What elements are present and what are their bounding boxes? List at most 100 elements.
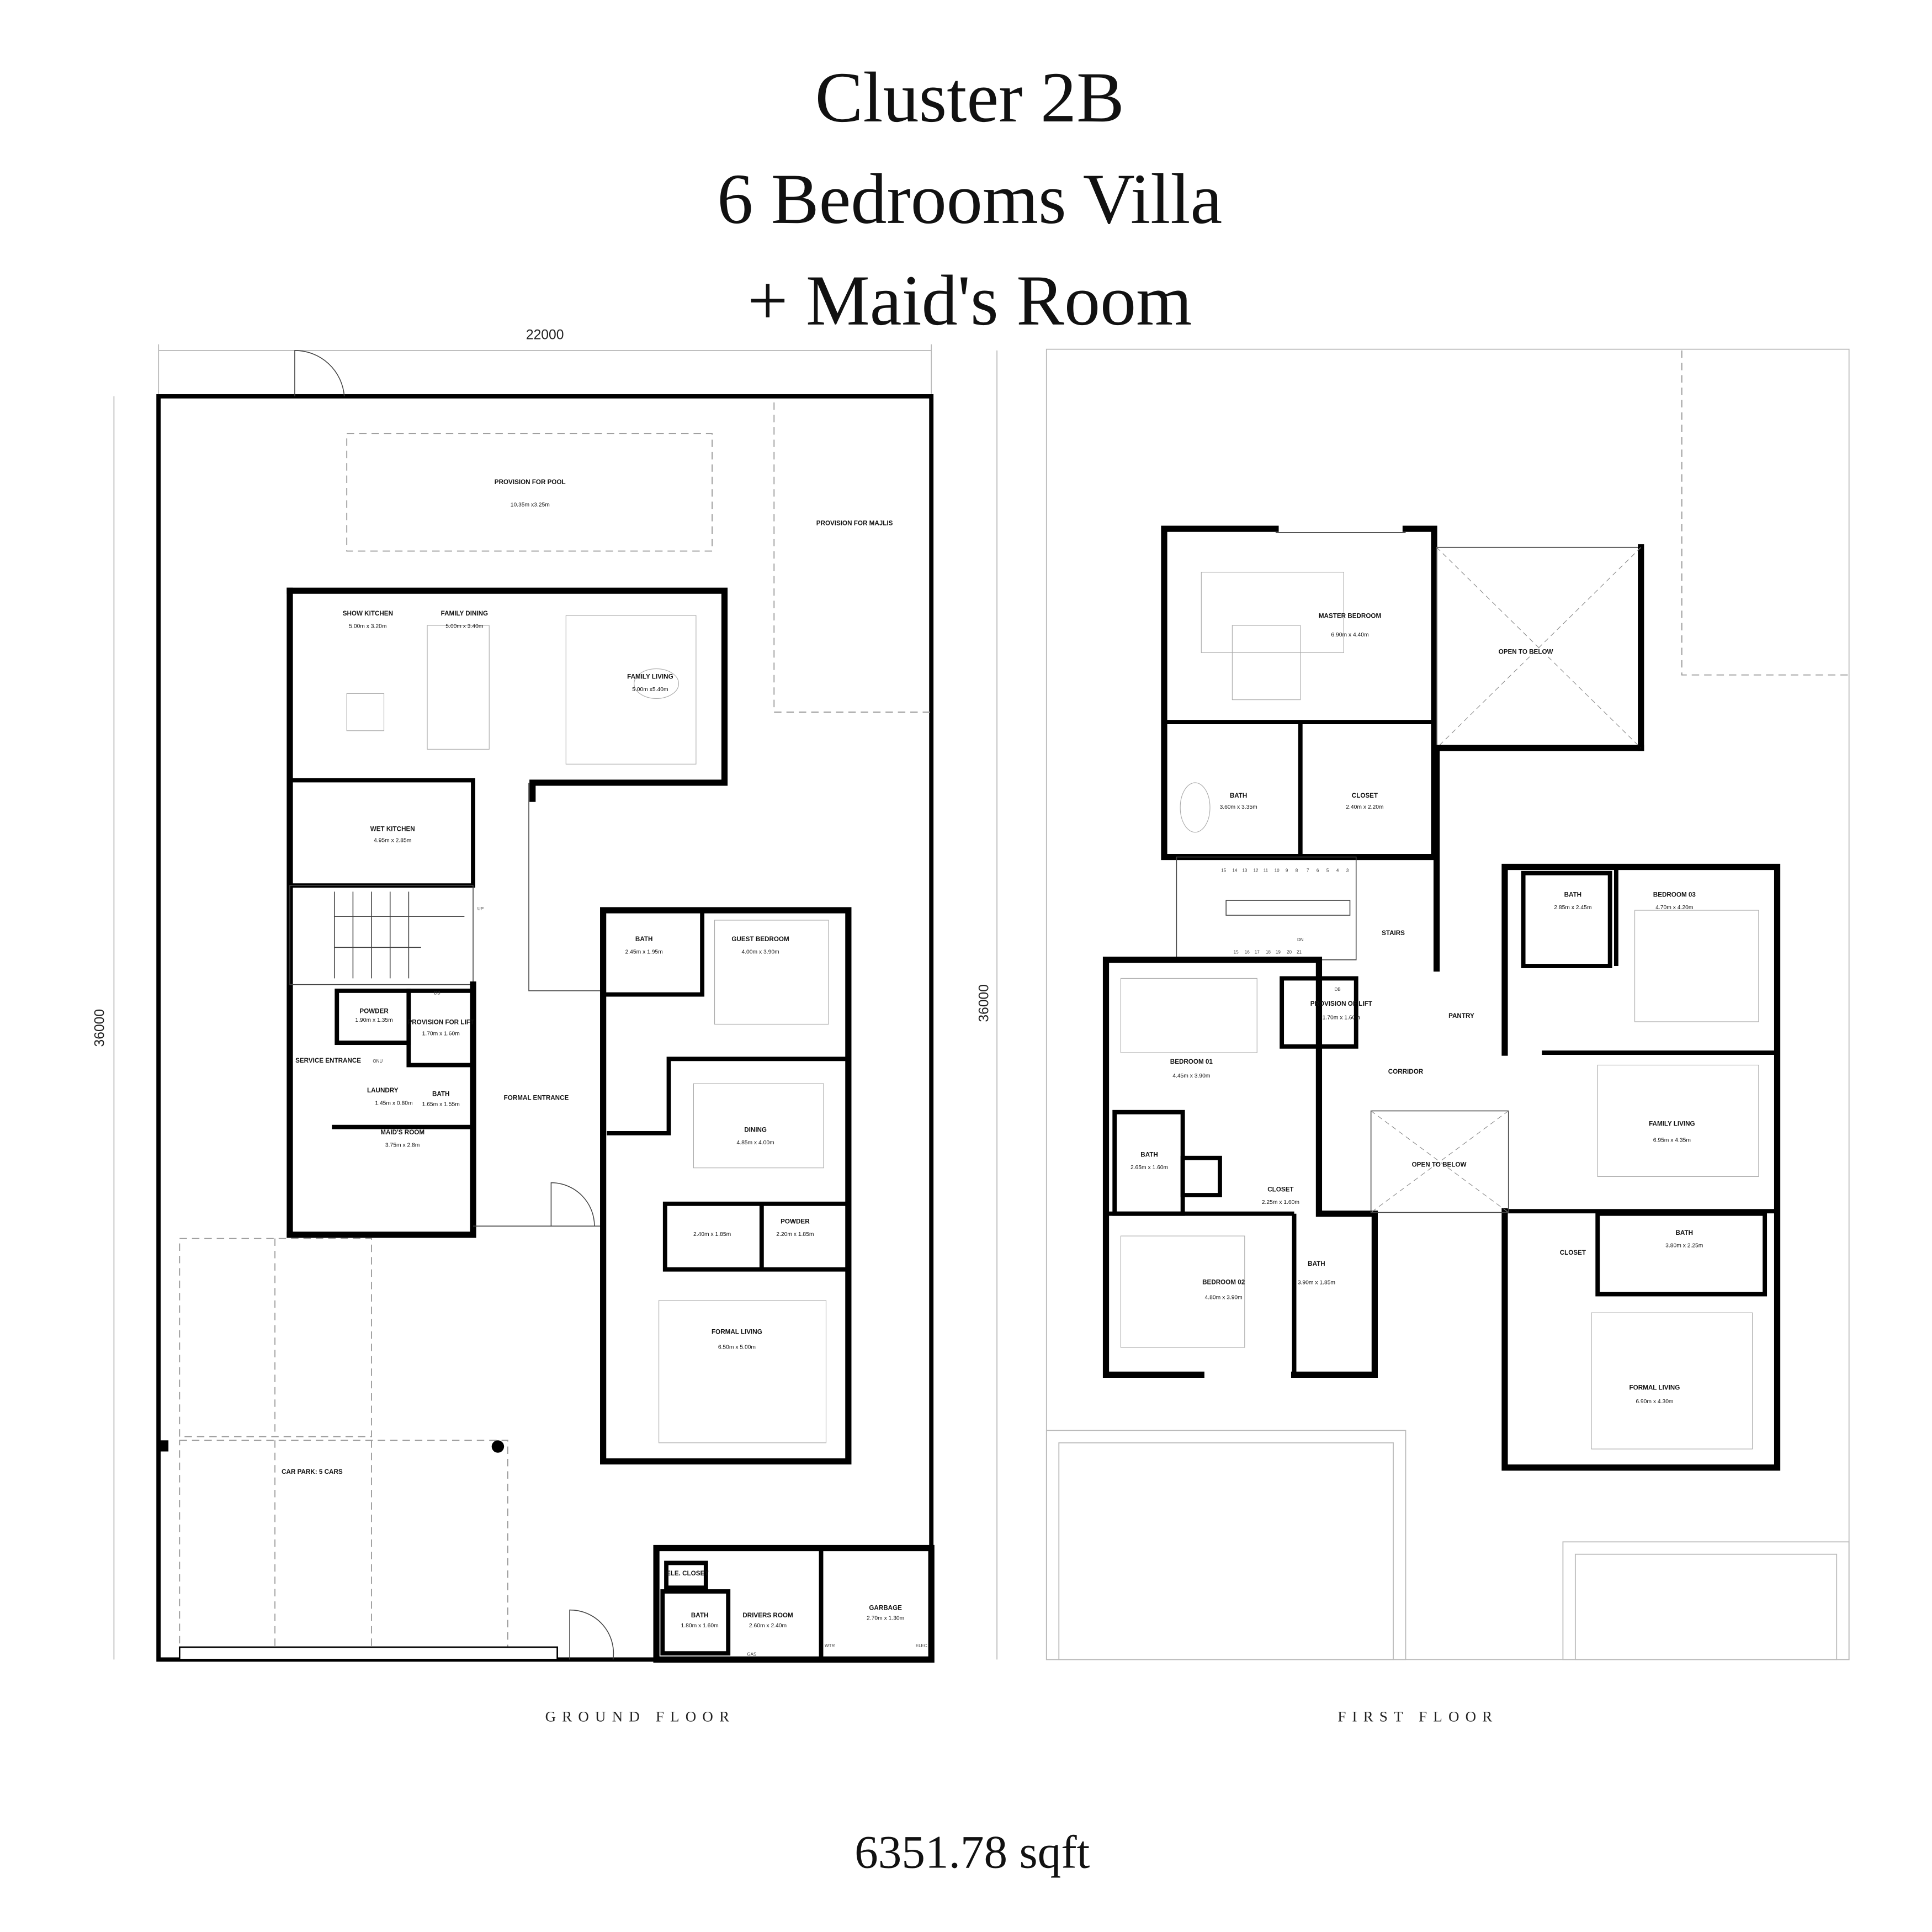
stair-step-number: 18 [1266,950,1271,955]
formal-entrance-door[interactable] [550,1182,595,1227]
room-label: BEDROOM 03 [1653,891,1696,898]
depth-dimension: 36000 [976,984,991,1022]
room-label: ONU [373,1059,383,1064]
room-label: PANTRY [1448,1012,1474,1020]
room-label: BEDROOM 02 [1202,1279,1245,1286]
room-label: POWDER [359,1007,389,1015]
stair-step-number: 19 [1276,950,1281,955]
stair-treads [333,891,465,979]
room-label: SERVICE ENTRANCE [295,1057,361,1064]
room-label: STAIRS [1382,930,1405,937]
stair-down-mark: DN [1297,937,1304,942]
wall-guest-wing [600,907,852,1465]
stair-step-number: 16 [1245,950,1250,955]
room-dims: 1.70m x 1.60m [1323,1015,1360,1021]
annex-door[interactable] [569,1609,614,1660]
stair-step-number: 14 [1232,868,1237,873]
room-label: WET KITCHEN [370,825,415,832]
column [491,1440,505,1453]
room-dims: 1.90m x 1.35m [355,1017,392,1023]
room-label: LAUNDRY [367,1087,399,1094]
room-dims: 2.65m x 1.60m [1130,1165,1168,1171]
room-label: DRIVERS ROOM [742,1612,793,1619]
room-label: POWDER [781,1218,810,1225]
room-dims: 1.65m x 1.55m [422,1102,460,1108]
pool-area [346,433,713,552]
room-dims: 2.60m x 2.40m [749,1623,787,1629]
stair-step-number: 20 [1287,950,1292,955]
room-label: PROVISION FOR POOL [495,479,566,486]
room-label: BATH [1140,1151,1158,1159]
open-to-below-2 [1370,1110,1509,1213]
room-dims: 10.35m x3.25m [511,502,550,508]
stair-step-number: 12 [1254,868,1259,873]
room-dims: 3.75m x 2.8m [385,1143,420,1149]
room-dims: 1.70m x 1.60m [422,1031,460,1037]
stair-step-number: 5 [1326,868,1329,873]
room-label: PROVISION FOR LIFT [407,1018,474,1026]
room-label: FAMILY LIVING [1649,1120,1695,1127]
gate-door[interactable] [294,350,345,397]
room-dims: 2.20m x 1.85m [776,1232,814,1238]
first-floor-plan: 36000 [976,348,1850,1725]
stair-step-number: 17 [1255,950,1260,955]
stair-step-number: 4 [1336,868,1339,873]
room-label: BATH [432,1091,450,1098]
elec-mark: ELEC [916,1643,927,1648]
stair-step-number: 10 [1275,868,1280,873]
room-label: FORMAL ENTRANCE [504,1094,569,1101]
room-dims: 6.95m x 4.35m [1653,1138,1691,1144]
room-dims: 2.45m x 1.95m [625,949,663,956]
water-mark: WTR [825,1643,835,1648]
depth-dimension: 36000 [92,1009,107,1047]
room-label: DB [434,991,440,996]
room-dims: 2.85m x 2.45m [1554,905,1591,911]
stair-step-numbers: 15 14 13 12 11 10 9 8 7 6 5 4 3 15 16 17… [1221,868,1349,954]
room-dims: 3.80m x 2.25m [1665,1243,1703,1249]
room-label: PROVISION OF LIFT [1310,1000,1372,1007]
room-dims: 2.25m x 1.60m [1262,1199,1299,1206]
stair-step-number: 15 [1221,868,1226,873]
stair-step-number: 13 [1242,868,1247,873]
wall-left-block [1102,957,1378,1378]
room-label: CLOSET [1352,792,1378,799]
wall-service-annex [653,1544,935,1663]
room-label: SHOW KITCHEN [343,610,393,617]
room-dims: 4.95m x 2.85m [374,838,411,844]
room-dims: 2.40m x 2.20m [1346,804,1383,810]
room-label: PROVISION FOR MAJLIS [816,519,893,527]
room-label: BATH [1676,1229,1694,1236]
room-dims: 6.90m x 4.40m [1331,632,1368,638]
room-dims: 4.80m x 3.90m [1205,1295,1243,1301]
stair-step-number: 21 [1297,950,1302,955]
room-label: CAR PARK: 5 CARS [282,1468,343,1475]
majlis-area [773,402,932,713]
first-floor-label: FIRST FLOOR [1337,1708,1498,1725]
room-dims: 5.00m x 3.40m [445,624,483,630]
room-dims: 1.45m x 0.80m [375,1100,412,1106]
room-label: CORRIDOR [1388,1068,1424,1075]
room-label: FORMAL LIVING [1630,1384,1680,1391]
room-label: MASTER BEDROOM [1319,613,1381,620]
stair [289,885,474,985]
room-label: BATH [1564,891,1582,898]
room-dims: 4.85m x 4.00m [736,1140,774,1146]
room-label: CLOSET [1267,1186,1293,1193]
room-dims: 3.60m x 3.35m [1219,804,1257,810]
room-label: FAMILY LIVING [627,673,673,680]
room-label: OPEN TO BELOW [1499,649,1553,656]
room-label: CLOSET [1560,1249,1586,1256]
stair-step-number: 9 [1286,868,1288,873]
room-label: BATH [1308,1260,1325,1267]
gas-mark: GAS [747,1652,756,1657]
room-label: BEDROOM 01 [1170,1058,1213,1065]
title-line-1: Cluster 2B [815,58,1124,137]
plot-outline [1045,348,1850,1660]
room-label: DB [1334,987,1340,992]
room-label: ELE. CLOSET [666,1570,708,1577]
room-label: FAMILY DINING [441,610,489,617]
title-line-2: 6 Bedrooms Villa [717,160,1222,239]
stair-step-number: 11 [1264,868,1268,873]
patio-edge [528,782,603,991]
room-label: GARBAGE [869,1605,902,1612]
